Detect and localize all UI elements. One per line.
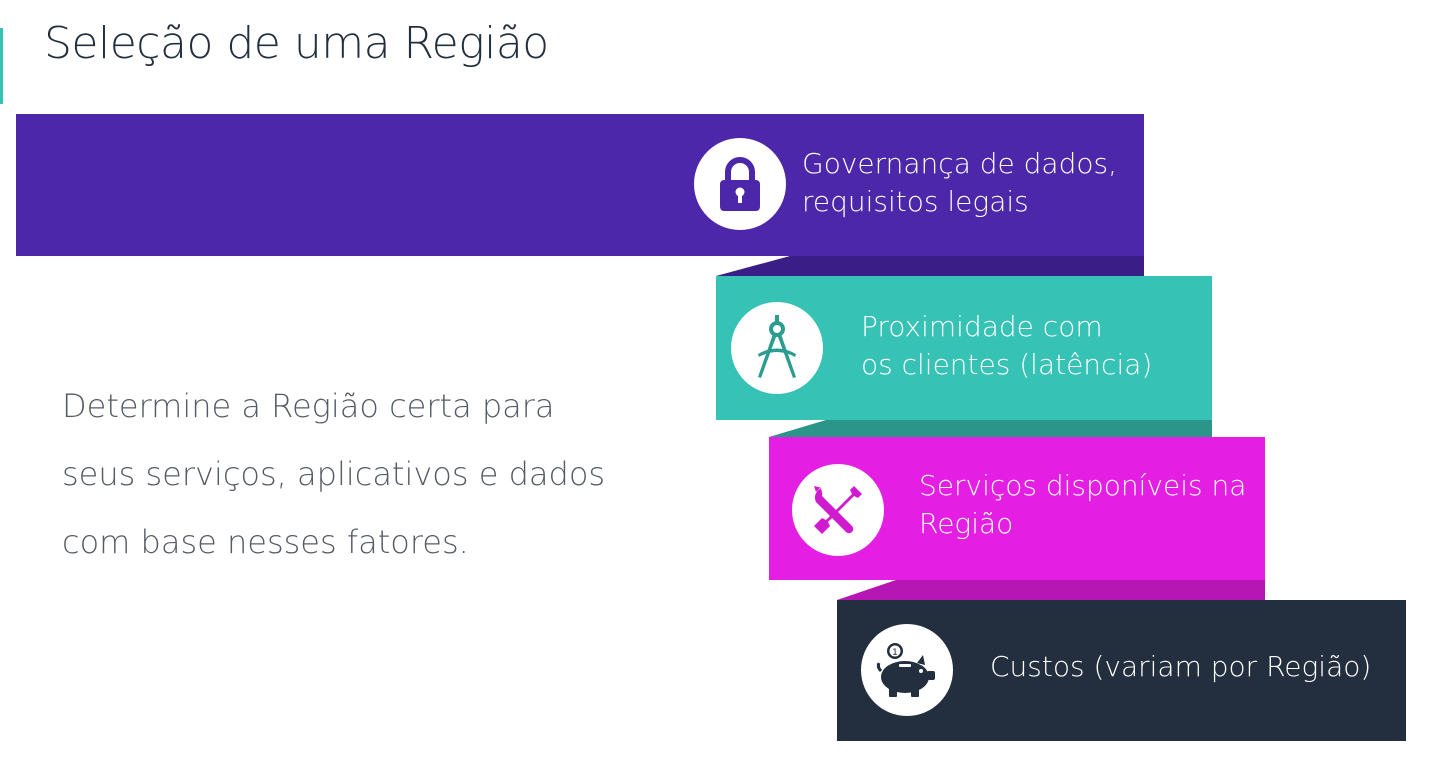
svg-text:1: 1	[892, 648, 898, 658]
factor-label-line: requisitos legais	[802, 185, 1029, 218]
connector-3	[837, 580, 1265, 600]
piggy-bank-icon: 1	[876, 643, 935, 697]
tools-icon	[814, 486, 862, 534]
connector-2	[769, 420, 1212, 437]
factor-proximity: Proximidade com os clientes (latência)	[716, 276, 1212, 420]
description-text: Determine a Região certa para seus servi…	[62, 372, 662, 576]
factor-label-line: Custos (variam por Região)	[990, 650, 1372, 683]
icon-circle	[694, 138, 786, 230]
factor-label-line: Serviços disponíveis na	[919, 469, 1247, 502]
description-line: com base nesses fatores.	[62, 523, 469, 561]
factor-label-line: Governança de dados,	[802, 147, 1117, 180]
factor-label: Custos (variam por Região)	[990, 648, 1371, 686]
description-line: seus serviços, aplicativos e dados	[62, 455, 606, 493]
lock-icon	[720, 157, 760, 211]
factor-label-line: Proximidade com	[861, 310, 1103, 343]
factor-label-line: os clientes (latência)	[861, 348, 1153, 381]
factor-services: Serviços disponíveis na Região	[769, 437, 1265, 580]
factor-label: Serviços disponíveis na Região	[919, 467, 1246, 543]
icon-circle	[731, 302, 823, 394]
icon-circle	[792, 464, 884, 556]
description-line: Determine a Região certa para	[62, 387, 555, 425]
title-accent-bar	[0, 28, 3, 104]
factor-label: Proximidade com os clientes (latência)	[861, 308, 1152, 384]
factor-governance: Governança de dados, requisitos legais	[16, 114, 1144, 256]
factor-costs: 1 Custos (variam por Região)	[837, 600, 1406, 741]
factor-label: Governança de dados, requisitos legais	[802, 145, 1117, 221]
page-title: Seleção de uma Região	[44, 18, 549, 69]
compass-icon	[758, 315, 796, 378]
factor-label-line: Região	[919, 507, 1014, 540]
connector-1	[716, 256, 1144, 276]
icon-circle: 1	[861, 624, 953, 716]
